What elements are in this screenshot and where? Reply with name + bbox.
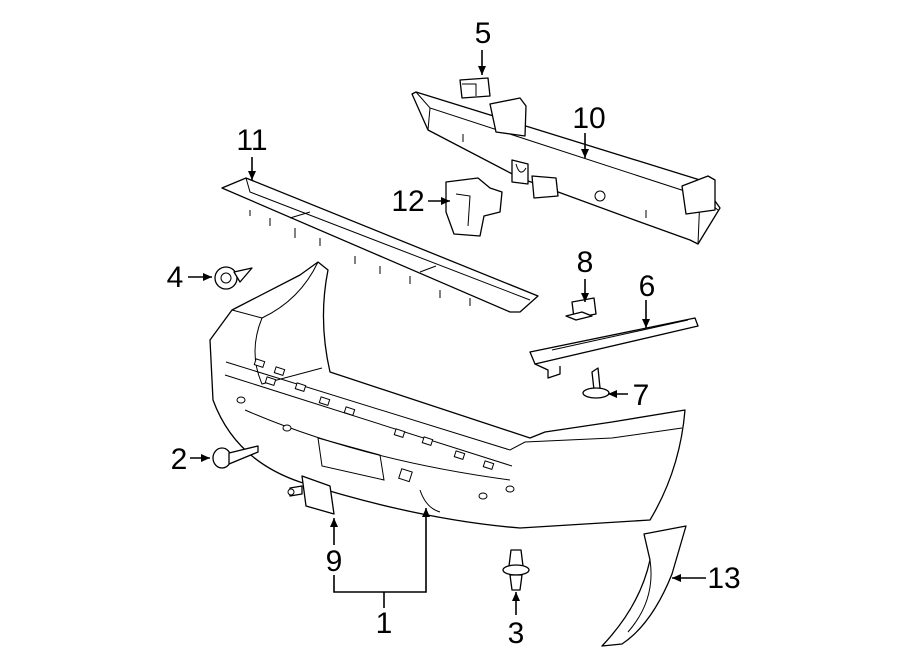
tow-hook-cover-part-9: [287, 475, 335, 515]
push-pin-part-7: [582, 367, 610, 399]
impact-bar-part-10: [411, 91, 721, 245]
callout-13: 13: [707, 562, 740, 595]
callout-7: 7: [633, 379, 650, 412]
callout-5: 5: [475, 17, 492, 50]
bumper-cover: [209, 261, 686, 529]
sensor-part-12: [445, 177, 503, 237]
step-pad-part-11: [221, 177, 539, 313]
clip-part-4: [214, 266, 253, 290]
callout-6: 6: [639, 270, 656, 303]
callout-8: 8: [577, 246, 594, 279]
callout-1: 1: [376, 607, 393, 640]
callout-10: 10: [572, 102, 605, 135]
callout-labels: 5 11 10 12 4 8 6 7 2 9 1 3 13: [167, 17, 741, 650]
callout-9: 9: [326, 545, 343, 578]
callout-12: 12: [391, 185, 424, 218]
clip-part-8: [565, 297, 597, 321]
callout-11: 11: [236, 124, 267, 157]
bracket-part-5: [459, 77, 491, 99]
step-pad-part-6: [529, 317, 699, 379]
callout-4: 4: [167, 261, 184, 294]
molding-part-13: [601, 525, 687, 647]
callout-2: 2: [171, 443, 188, 476]
leader-1: [333, 508, 430, 593]
push-pin-part-2: [212, 445, 259, 469]
leader-lines: [188, 50, 706, 615]
retainer-part-3: [502, 549, 530, 591]
callout-3: 3: [508, 617, 525, 650]
